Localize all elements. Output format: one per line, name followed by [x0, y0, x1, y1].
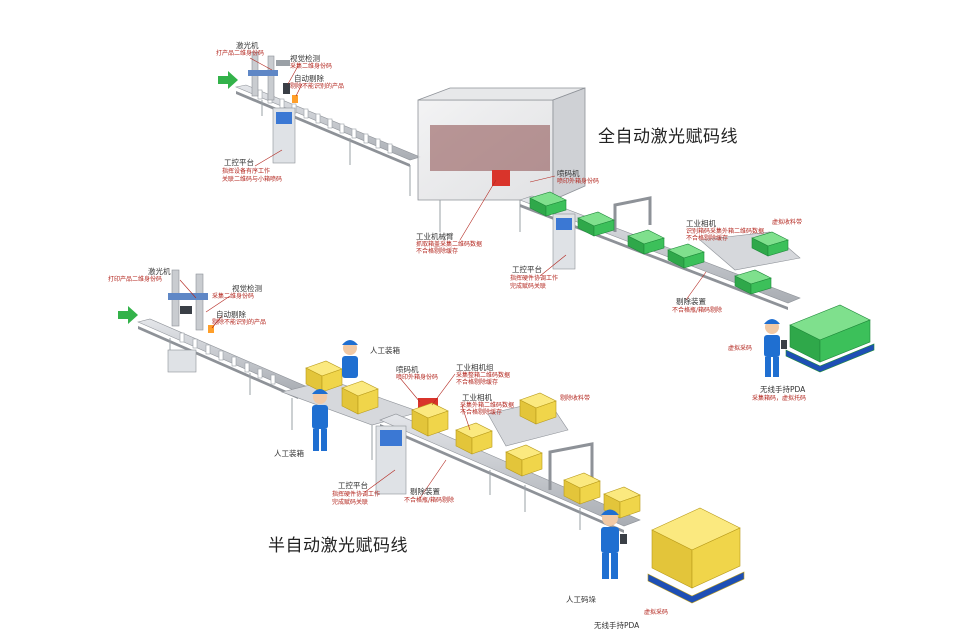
label-printer-b: 喷码机 [396, 365, 419, 374]
pallet-stack-yellow [647, 507, 745, 604]
label-camera1-b-sub1: 采集整箱二维码数据 [456, 372, 511, 379]
worker-packing-top [342, 340, 358, 378]
label-camera2-b-sub1: 采集外箱二维码数据 [460, 402, 515, 409]
console-kiosk [375, 425, 407, 495]
label-robot-arm: 工业机械臂 [416, 232, 454, 241]
label-reject-b: 自动剔除 [216, 310, 246, 319]
pallet-stack-green [785, 304, 875, 373]
label-eject-b-sub: 不合格瓶/箱码剔除 [404, 497, 455, 504]
label-camera-sub2: 不合格剔除缓存 [686, 235, 729, 242]
label-console-sub2: 关联二维码与小箱喷码 [222, 176, 283, 183]
vision-detector [283, 83, 290, 94]
label-pda: 无线手持PDA [760, 385, 806, 394]
label-camera-sub1: 识别箱码采集外箱二维码数据 [686, 228, 765, 235]
label-console-b: 工控平台 [338, 481, 368, 490]
worker-packing-left [312, 389, 328, 451]
label-console2-sub2: 完成赋码关联 [510, 283, 547, 290]
label-robot-arm-sub2: 不合格剔除缓存 [416, 248, 459, 255]
label-manual-box-top: 人工装箱 [370, 346, 400, 355]
label-vision-sub: 采集二维身份码 [290, 63, 333, 70]
green-boxes [529, 191, 789, 295]
worker-pda [601, 509, 627, 579]
console-kiosk [552, 213, 576, 270]
reject-device [208, 325, 214, 333]
label-laser-b: 激光机 [148, 267, 171, 276]
label-pallet: 虚拟采码 [644, 609, 669, 616]
label-manual-pick: 人工码垛 [566, 595, 596, 604]
bottles [179, 332, 276, 385]
label-pda-sub: 采集箱码，虚拟托码 [752, 395, 807, 402]
label-camera: 工业相机 [686, 219, 716, 228]
full-auto-title: 全自动激光赋码线 [598, 127, 738, 147]
yellow-boxes [305, 360, 641, 519]
label-laser-b-sub: 打印产品二维身份码 [108, 276, 163, 283]
label-eject: 剔除装置 [676, 297, 706, 306]
label-hopper: 虚拟收料带 [772, 219, 803, 226]
label-console2-sub1: 指挥硬件协调工作 [510, 275, 559, 282]
full-auto-line [218, 51, 875, 377]
label-pda-b: 无线手持PDA [594, 621, 640, 630]
camera-gantry [613, 196, 652, 232]
label-console-b-sub2: 完成赋码关联 [332, 499, 369, 506]
label-laser-sub: 打产品二维身份码 [216, 50, 265, 57]
label-vision-b-sub: 采集二维身份码 [212, 293, 255, 300]
label-printer-b-sub: 喷印外箱身份码 [396, 374, 439, 381]
label-laser: 激光机 [236, 41, 259, 50]
label-camera1-b: 工业相机组 [456, 363, 494, 372]
label-reject: 自动剔除 [294, 74, 324, 83]
control-box [167, 349, 197, 373]
console-kiosk [272, 107, 296, 164]
label-console2: 工控平台 [512, 265, 542, 274]
semi-auto-title: 半自动激光赋码线 [268, 536, 408, 556]
input-arrow-icon [218, 71, 238, 89]
label-console-sub1: 指挥设备有序工作 [222, 168, 271, 175]
label-camera1-b-sub2: 不合格剔除缓存 [456, 379, 499, 386]
reject-device [292, 95, 298, 103]
label-camera2-b-sub2: 不合格剔除缓存 [460, 409, 503, 416]
label-vision-b: 视觉检测 [232, 284, 262, 293]
worker-pda [764, 319, 787, 377]
label-eject-sub: 不合格瓶/箱码剔除 [672, 307, 723, 314]
label-manual-box-left: 人工装箱 [274, 449, 304, 458]
label-hopper-b: 剔除收料带 [560, 395, 591, 402]
label-console-b-sub1: 指挥硬件协调工作 [332, 491, 381, 498]
label-console: 工控平台 [224, 158, 254, 167]
label-pda-worker: 虚拟采码 [728, 345, 753, 352]
conveyor-segment [137, 318, 311, 393]
leader-lines [179, 57, 707, 499]
label-printer-sub: 喷印外箱身份码 [557, 178, 600, 185]
label-reject-sub: 剔除不能识别的产品 [290, 83, 345, 90]
laser-machine [248, 51, 290, 101]
semi-auto-line [118, 269, 745, 604]
laser-machine [168, 269, 208, 331]
robot-enclosure [417, 87, 586, 232]
input-arrow-icon [118, 306, 138, 324]
label-camera2-b: 工业相机 [462, 393, 492, 402]
label-eject-b: 剔除装置 [410, 487, 440, 496]
label-printer: 喷码机 [557, 169, 580, 178]
camera-gantry [548, 442, 594, 490]
label-robot-arm-sub1: 抓取箱盖采集二维码数据 [416, 241, 483, 248]
label-reject-b-sub: 剔除不能识别的产品 [212, 319, 267, 326]
label-vision: 视觉检测 [290, 54, 320, 63]
